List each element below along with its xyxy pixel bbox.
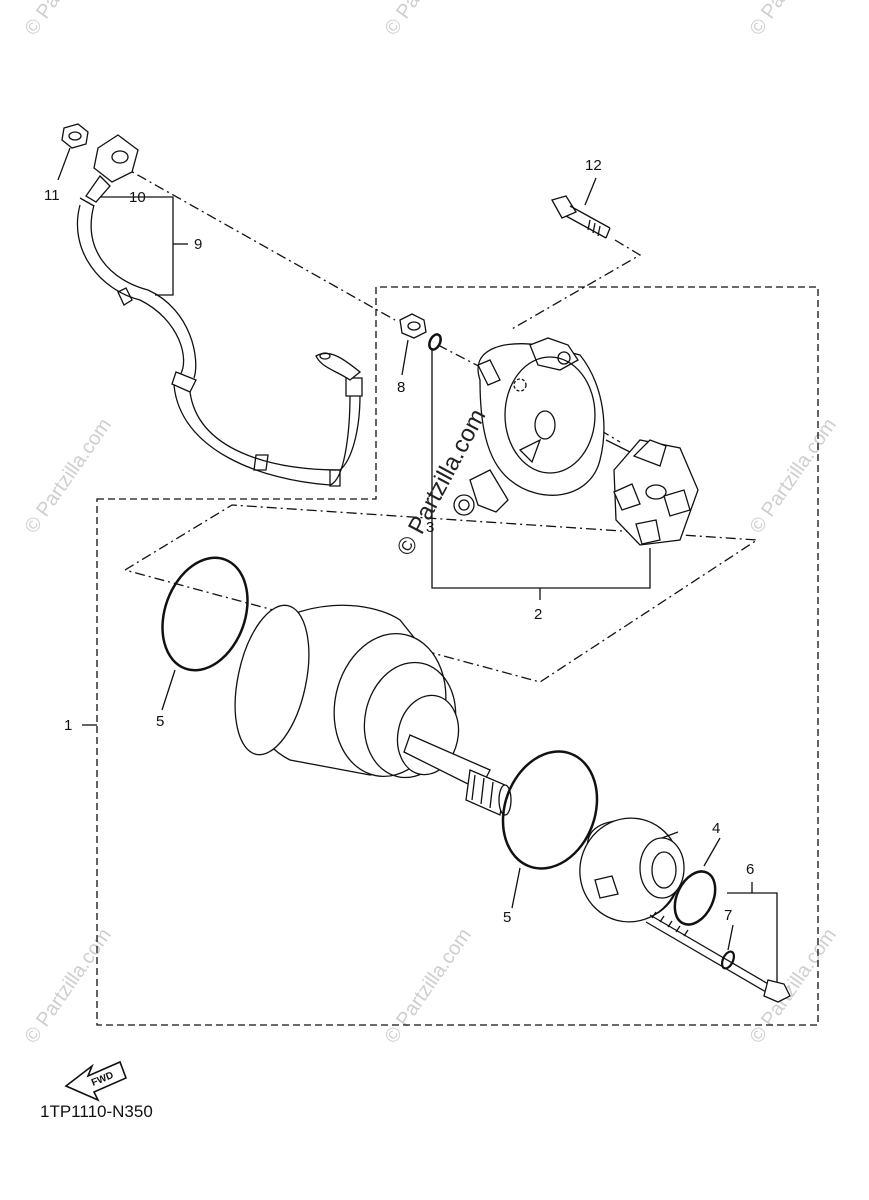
callout-3: 3: [426, 519, 435, 536]
brush-holder-icon: [605, 439, 699, 546]
callout-9: 9: [194, 236, 203, 253]
oring-4-icon: [673, 870, 717, 926]
callout-7: 7: [724, 907, 733, 924]
starter-cable-icon: [76, 134, 363, 487]
nut-8-icon: [399, 313, 427, 339]
motor-yoke-icon: [234, 604, 512, 816]
callout-5a: 5: [156, 713, 165, 730]
bracket-2: [431, 348, 651, 589]
front-cover-icon: [579, 817, 685, 923]
assembly-boundary: [96, 286, 819, 1026]
callout-6: 6: [746, 861, 755, 878]
guide-motor-plane: [124, 504, 759, 683]
fwd-arrow-icon: [64, 1060, 128, 1102]
rear-cover-icon: [453, 337, 605, 516]
through-bolt-6-icon: [645, 911, 791, 1003]
nut-11-icon: [61, 123, 89, 149]
callout-2: 2: [534, 606, 543, 623]
oring-5-upper-icon: [161, 556, 249, 672]
callout-5b: 5: [503, 909, 512, 926]
callout-12: 12: [585, 157, 602, 174]
callout-10: 10: [129, 189, 146, 206]
bracket-9: [96, 196, 174, 296]
callout-11: 11: [44, 187, 60, 204]
guide-bolt-to-cover: [509, 239, 642, 331]
guide-cable-to-nut: [119, 164, 396, 321]
bolt-12-icon: [551, 195, 611, 239]
diagram-code: 1TP1110-N350: [40, 1102, 153, 1121]
small-oring-3-icon: [428, 333, 442, 351]
callout-8: 8: [397, 379, 406, 396]
callout-4: 4: [712, 820, 721, 837]
callout-1: 1: [64, 717, 73, 734]
oring-5-lower-icon: [501, 750, 599, 870]
bracket-6: [727, 892, 778, 985]
